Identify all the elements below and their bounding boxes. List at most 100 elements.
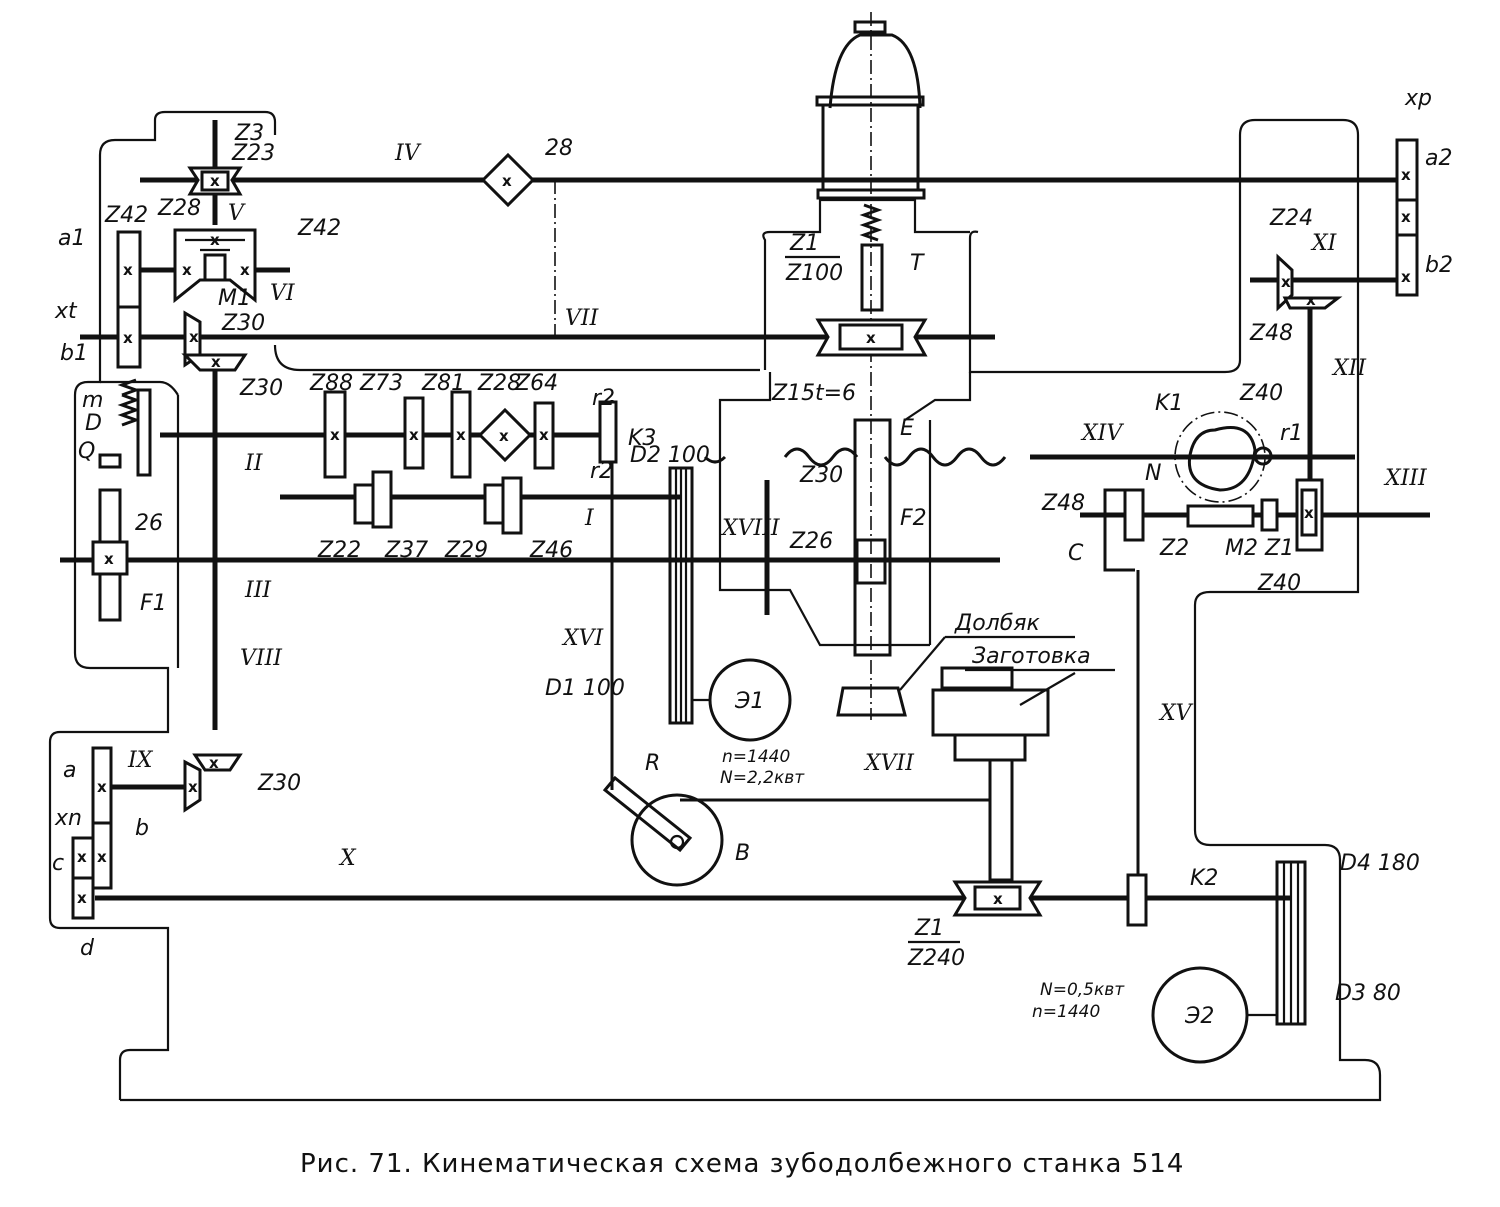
svg-text:x: x xyxy=(188,778,198,796)
gear-z81 xyxy=(450,390,472,479)
label-z1-100-den: Z100 xyxy=(785,261,843,286)
label-a1: a1 xyxy=(58,226,85,251)
label-z24: Z24 xyxy=(1269,206,1313,231)
gear-b1 xyxy=(116,305,142,369)
label-z30-a: Z30 xyxy=(221,311,265,336)
label-shaft-X: X xyxy=(338,846,357,871)
label-motor1-N: N=2,2квт xyxy=(720,768,805,788)
label-D4: D4 180 xyxy=(1340,851,1420,876)
label-T: T xyxy=(910,251,925,276)
pulley-D2-D1-belt xyxy=(668,466,694,725)
label-motor1-n: n=1440 xyxy=(722,747,790,767)
label-z30-b: Z30 xyxy=(239,376,283,401)
svg-text:x: x xyxy=(866,329,876,347)
gear-z88 xyxy=(323,390,347,479)
label-shaft-VI: VI xyxy=(270,281,296,306)
label-N: N xyxy=(1145,461,1161,486)
label-b1: b1 xyxy=(60,341,88,366)
label-shaft-IV: IV xyxy=(394,141,422,166)
svg-text:x: x xyxy=(209,754,219,772)
label-r2-bot: r2 xyxy=(590,459,613,484)
svg-text:x: x xyxy=(123,329,133,347)
label-xp: xp xyxy=(1404,86,1432,111)
label-shaft-V: V xyxy=(228,201,246,226)
svg-text:x: x xyxy=(330,426,340,444)
svg-text:x: x xyxy=(499,427,509,445)
svg-text:x: x xyxy=(210,231,220,249)
label-shaft-I: I xyxy=(584,506,595,531)
label-z3: Z3 xyxy=(234,121,264,146)
label-z46: Z46 xyxy=(529,538,573,563)
label-K3: K3 xyxy=(628,426,656,451)
label-z40-cam: Z40 xyxy=(1239,381,1283,406)
label-shaft-II: II xyxy=(244,451,264,476)
svg-text:x: x xyxy=(1401,268,1411,286)
label-shaft-XI: XI xyxy=(1310,231,1338,256)
cutter-shape xyxy=(836,686,907,717)
label-z64: Z64 xyxy=(514,371,558,396)
figure-caption: Рис. 71. Кинематическая схема зубодолбеж… xyxy=(300,1149,1184,1179)
label-z42-left: Z42 xyxy=(104,203,148,228)
label-R: R xyxy=(645,751,660,776)
label-z2: Z2 xyxy=(1159,536,1189,561)
workpiece-shape xyxy=(931,688,1050,737)
label-D3: D3 80 xyxy=(1335,981,1401,1006)
label-shaft-XVIII: XVIII xyxy=(720,516,781,541)
gear-z64 xyxy=(533,401,555,470)
label-b: b xyxy=(135,816,149,841)
label-workpiece: Заготовка xyxy=(972,644,1091,669)
label-shaft-IX: IX xyxy=(127,748,154,773)
label-a2: a2 xyxy=(1425,146,1452,171)
label-z15: Z15 xyxy=(771,381,815,406)
label-z37: Z37 xyxy=(384,538,428,563)
label-d: d xyxy=(80,936,95,961)
label-shaft-VII: VII xyxy=(565,306,600,331)
gear-z73 xyxy=(403,396,425,470)
label-z23: Z23 xyxy=(231,141,275,166)
label-Q: Q xyxy=(78,439,95,464)
label-xn: xn xyxy=(54,806,82,831)
label-r1: r1 xyxy=(1280,421,1303,446)
label-b2: b2 xyxy=(1425,253,1453,278)
label-E2: Э2 xyxy=(1184,1004,1214,1029)
svg-text:x: x xyxy=(182,261,192,279)
label-a: a xyxy=(63,758,76,783)
label-z22: Z22 xyxy=(317,538,361,563)
label-z29: Z29 xyxy=(444,538,488,563)
crank-disc-B xyxy=(630,793,724,887)
label-E1: Э1 xyxy=(734,689,764,714)
label-c: c xyxy=(52,851,64,876)
label-D: D xyxy=(85,411,102,436)
label-K1: K1 xyxy=(1155,391,1183,416)
label-m: m xyxy=(82,388,103,413)
label-shaft-XVI: XVI xyxy=(561,626,605,651)
label-motor2-n: n=1440 xyxy=(1032,1002,1100,1022)
label-z28-mid: Z28 xyxy=(477,371,521,396)
cam-circle xyxy=(1174,411,1266,503)
label-z30-slider: Z30 xyxy=(799,463,843,488)
label-F1: F1 xyxy=(140,591,167,616)
svg-text:x: x xyxy=(104,550,114,568)
label-K2: K2 xyxy=(1190,866,1218,891)
svg-text:x: x xyxy=(539,426,549,444)
svg-text:x: x xyxy=(77,889,87,907)
label-D2: D2 100 xyxy=(630,443,710,468)
label-z28-top: Z28 xyxy=(157,196,201,221)
label-shaft-VIII: VIII xyxy=(240,646,283,671)
label-t6: t=6 xyxy=(815,381,856,406)
label-z81: Z81 xyxy=(421,371,465,396)
label-z88: Z88 xyxy=(309,371,353,396)
svg-text:x: x xyxy=(77,848,87,866)
label-z1-240-den: Z240 xyxy=(907,946,965,971)
svg-text:x: x xyxy=(97,848,107,866)
label-z1-worm: Z1 xyxy=(1264,536,1294,561)
svg-text:x: x xyxy=(97,778,107,796)
svg-text:x: x xyxy=(502,172,512,190)
gear-z28-mid xyxy=(477,407,533,463)
worm-gear-28 xyxy=(480,152,536,208)
label-C: C xyxy=(1068,541,1084,566)
label-z1-240-num: Z1 xyxy=(914,916,944,941)
label-shaft-XIII: XIII xyxy=(1383,466,1428,491)
